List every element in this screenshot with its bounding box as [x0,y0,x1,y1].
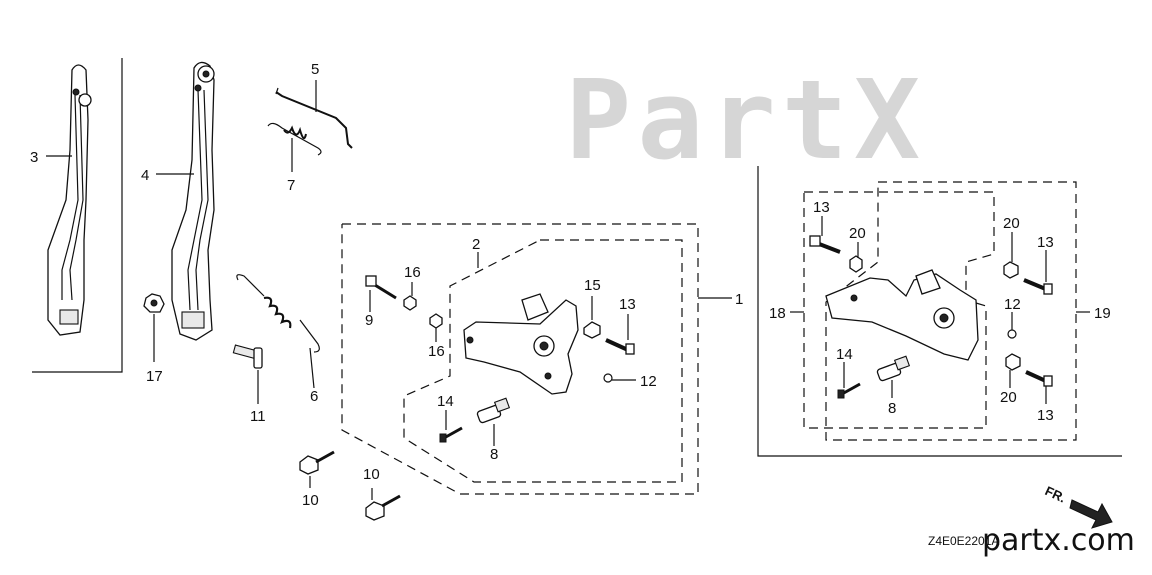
part-14-screw-center [439,426,463,443]
part-6-spring [236,274,320,353]
part-16-nut-b [429,313,443,329]
leader-lines [46,80,1090,500]
callout-12b: 12 [1004,296,1021,313]
watermark: PartX [565,56,926,184]
part-10-bolt-b [365,494,401,521]
callout-14a: 14 [437,393,454,410]
front-direction-marker: FR. [1043,483,1113,529]
callout-6: 6 [310,388,318,405]
callout-13d: 13 [1037,407,1054,424]
part-20-nut-right-c [1005,353,1021,371]
part-13-bolt-right-a [809,235,841,254]
part-10-bolt-a [299,450,335,475]
part-4-lever [171,61,215,341]
part-12-clip-center [603,373,613,383]
part-2-control-base [463,293,579,395]
callout-1: 1 [735,291,743,308]
diagram-code: Z4E0E2201A [928,534,999,548]
part-8-pivot-center [476,397,511,424]
part-13-bolt-right-c [1025,370,1053,387]
callout-20a: 20 [849,225,866,242]
callout-14b: 14 [836,346,853,363]
callout-5: 5 [311,61,319,78]
callout-labels: 3 4 5 7 17 11 6 10 10 1 2 15 13 12 14 8 … [30,61,1111,509]
frame-center-assembly [341,223,699,495]
callout-13b: 13 [813,199,830,216]
part-18-control-base [825,269,979,361]
callout-7: 7 [287,177,295,194]
part-11-pin [232,344,263,369]
callout-12a: 12 [640,373,657,390]
callout-15: 15 [584,277,601,294]
callout-10b: 10 [363,466,380,483]
callout-2: 2 [472,236,480,253]
part-3-lever [47,64,92,336]
callout-8b: 8 [888,400,896,417]
callout-9: 9 [365,312,373,329]
part-17-nut [143,293,165,313]
callout-16a: 16 [404,264,421,281]
callout-19: 19 [1094,305,1111,322]
callout-3: 3 [30,149,38,166]
part-5-rod [275,87,353,149]
callout-10a: 10 [302,492,319,509]
callout-8a: 8 [490,446,498,463]
callout-4: 4 [141,167,149,184]
callout-20b: 20 [1003,215,1020,232]
callout-13c: 13 [1037,234,1054,251]
part-7-spring [267,122,322,156]
part-12-clip-right [1007,329,1017,339]
callout-17: 17 [146,368,163,385]
callout-20c: 20 [1000,389,1017,406]
part-8-pivot-right [876,355,911,382]
frame-left-group [32,58,123,373]
part-16-nut-a [403,295,417,311]
part-14-screw-right [837,382,861,399]
part-13-bolt-right-b [1023,278,1053,295]
part-20-nut-right-b [1003,261,1019,279]
part-15-nut [583,321,601,339]
brand-logo-text: partx.com [982,523,1135,558]
front-label: FR. [1043,483,1068,505]
part-13-bolt-center [605,338,635,355]
part-9-screw [365,275,397,300]
callout-16b: 16 [428,343,445,360]
front-arrow-icon [1069,499,1113,529]
part-20-nut-right-a [849,255,863,273]
callout-11: 11 [250,408,266,425]
callout-18: 18 [769,305,786,322]
callout-13a: 13 [619,296,636,313]
